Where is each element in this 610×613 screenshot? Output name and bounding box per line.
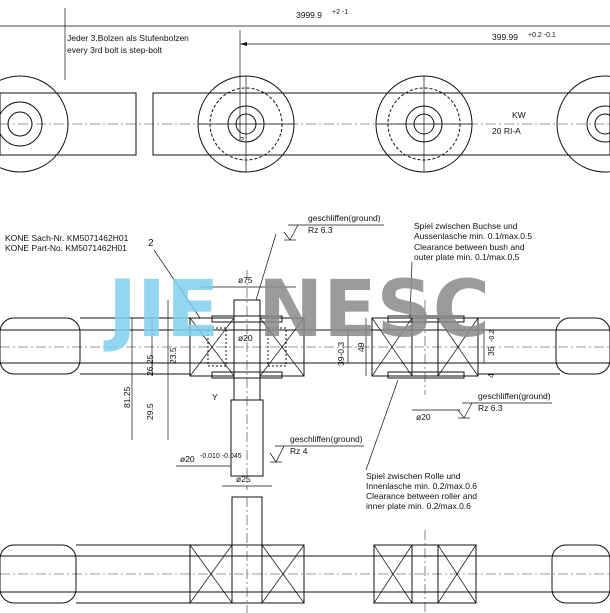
bottom-assembly-2 [373, 530, 477, 613]
pitch-tolerance: +0.2 -0.1 [528, 32, 556, 39]
rz-right: Rz 6.3 [478, 403, 503, 413]
dim-35: 35 [486, 346, 496, 356]
part-no: KONE Part-No. KM5071462H01 [5, 243, 127, 253]
svg-text:Spiel zwischen Rolle und: Spiel zwischen Rolle und [366, 471, 461, 481]
pitch-value: 399.99 [492, 32, 518, 42]
dim-35-tol: -0.2 [489, 330, 496, 342]
bolt-note-german: Jeder 3.Bolzen als Stufenbolzen [67, 33, 189, 43]
clearance-bush-note: Spiel zwischen Buchse und Aussenlasche m… [409, 221, 532, 319]
kw-sub-label: 20 RI-A [492, 126, 521, 136]
dim-26-25: 26.25 [145, 354, 155, 376]
svg-text:Aussenlasche min. 0.1/max.0.5: Aussenlasche min. 0.1/max.0.5 [414, 231, 532, 241]
dim-d25: ø25 [236, 474, 251, 484]
dim-d20-shaft: ø20 [180, 454, 195, 464]
main-bearing-assembly [189, 270, 305, 490]
dim-49: 49 [356, 342, 366, 352]
roughness-shaft: geschliffen(ground) Rz 4 [269, 434, 364, 463]
callout-2: 2 [148, 238, 154, 249]
svg-text:Clearance between roller and: Clearance between roller and [366, 491, 477, 501]
dim-y-label: Y [212, 392, 218, 402]
part-numbers: KONE Sach-Nr. KM5071462H01 KONE Part-No.… [5, 233, 129, 253]
right-bearing-assembly [371, 300, 560, 395]
roller-top-4 [556, 75, 610, 173]
dim-d20-shaft-tol: -0.010 -0.045 [200, 453, 242, 460]
svg-text:Clearance between bush and: Clearance between bush and [414, 242, 525, 252]
svg-text:Innenlasche min. 0.2/max.0.6: Innenlasche min. 0.2/max.0.6 [366, 481, 477, 491]
rz-top: Rz 6.3 [308, 225, 333, 235]
ground-label-top: geschliffen(ground) [308, 213, 381, 223]
dim-39-3: 39-0.3 [336, 342, 346, 366]
dim-23-5: 23.5 [168, 347, 178, 364]
watermark-part1: JIE [103, 265, 219, 355]
dim-d75: ø75 [238, 275, 253, 285]
overall-length-dimension: 3999.9 +2 -1 [0, 8, 610, 80]
dim-d20-right: ø20 [416, 412, 431, 422]
dim-d20-top: ø20 [238, 333, 253, 343]
ground-label-shaft: geschliffen(ground) [290, 434, 363, 444]
svg-text:outer plate min. 0.1/max.0.5: outer plate min. 0.1/max.0.5 [414, 252, 520, 262]
bottom-assembly-1 [189, 496, 305, 613]
roughness-right: geschliffen(ground) Rz 6.3 [457, 391, 552, 419]
svg-text:inner plate min. 0.2/max.0.6: inner plate min. 0.2/max.0.6 [366, 501, 471, 511]
clearance-roller-note: Spiel zwischen Rolle und Innenlasche min… [365, 379, 477, 511]
ground-label-right: geschliffen(ground) [478, 391, 551, 401]
rz-shaft: Rz 4 [290, 446, 308, 456]
pitch-dimension: 399.99 +0.2 -0.1 [239, 30, 610, 140]
watermark: JIE NESC [103, 265, 490, 355]
roller-top-3 [375, 75, 473, 173]
bottom-view [0, 496, 610, 613]
sach-nr: KONE Sach-Nr. KM5071462H01 [5, 233, 129, 243]
kw-label: KW [512, 110, 526, 120]
dim-29-5: 29.5 [145, 403, 155, 420]
roller-top-1 [0, 75, 69, 173]
bolt-note-english: every 3rd bolt is step-bolt [67, 45, 163, 55]
center-mark: ? [240, 137, 244, 144]
dim-4: 4 [486, 373, 496, 378]
roller-top-2: ? [197, 75, 295, 173]
section-view [0, 270, 610, 490]
dimension-annotations: ø75 ø20 ø20 ø20 -0.010 -0.045 ø25 23.5 2… [122, 275, 496, 487]
overall-length-value: 3999.9 [296, 10, 322, 20]
overall-length-tolerance: +2 -1 [332, 9, 348, 16]
dim-81-25: 81.25 [122, 386, 132, 408]
svg-text:Spiel zwischen Buchse und: Spiel zwischen Buchse und [414, 221, 518, 231]
watermark-part2: NESC [258, 265, 490, 355]
roughness-top: geschliffen(ground) Rz 6.3 [255, 213, 384, 301]
bolt-note: Jeder 3.Bolzen als Stufenbolzen every 3r… [67, 33, 189, 55]
top-view: ? KW 20 RI-A [0, 75, 610, 173]
